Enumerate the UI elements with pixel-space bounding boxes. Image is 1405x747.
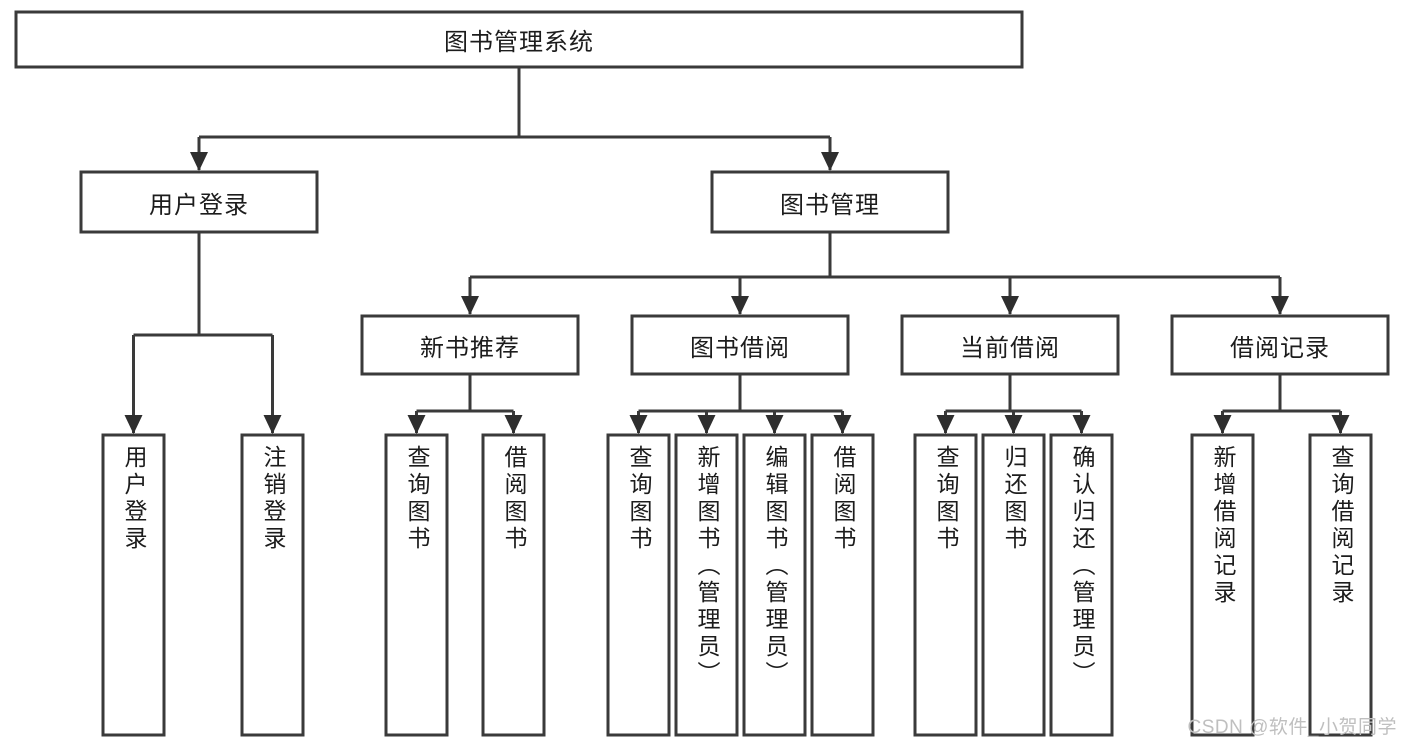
node-book-borrow-rect[interactable] [630,314,850,376]
node-leaf-user-login[interactable] [101,433,166,737]
node-current-borrow-rect[interactable] [900,314,1120,376]
node-borrow-record[interactable] [1170,314,1390,376]
node-leaf-query-record-rect[interactable] [1308,433,1373,737]
node-leaf-edit-book-rect[interactable] [742,433,807,737]
node-new-book-recommend[interactable] [360,314,580,376]
node-leaf-add-book[interactable] [674,433,739,737]
node-leaf-borrow-book-1-rect[interactable] [481,433,546,737]
arrow-head-icon-user-login-to-leaf-user-logout [263,415,282,434]
node-leaf-borrow-book-2[interactable] [810,433,875,737]
arrow-head-icon-root-to-book-manage [821,152,839,171]
arrow-head-icon-user-login-to-leaf-user-login [124,415,143,434]
node-leaf-borrow-book-1[interactable] [481,433,546,737]
arrow-head-icon-new-book-recommend-to-leaf-borrow-book-1 [504,415,523,434]
node-leaf-user-logout-rect[interactable] [240,433,305,737]
node-book-manage[interactable] [710,170,950,234]
node-leaf-query-book-1[interactable] [384,433,449,737]
arrow-head-icon-current-borrow-to-leaf-return-book [1004,415,1023,434]
node-user-login-rect[interactable] [79,170,319,234]
node-leaf-edit-book[interactable] [742,433,807,737]
arrow-head-icon-borrow-record-to-leaf-query-record [1331,415,1350,434]
node-current-borrow[interactable] [900,314,1120,376]
connectors-layer [124,67,1350,434]
node-leaf-add-record[interactable] [1190,433,1255,737]
node-leaf-query-book-2-rect[interactable] [606,433,671,737]
arrow-head-icon-book-borrow-to-leaf-query-book-2 [629,415,648,434]
node-leaf-query-record[interactable] [1308,433,1373,737]
arrow-head-icon-book-borrow-to-leaf-borrow-book-2 [833,415,852,434]
arrow-head-icon-bookmanage-to-book-borrow [731,296,749,315]
arrow-head-icon-current-borrow-to-leaf-query-book-3 [936,415,955,434]
node-leaf-return-book[interactable] [981,433,1046,737]
node-leaf-query-book-3-rect[interactable] [913,433,978,737]
arrow-head-icon-new-book-recommend-to-leaf-query-book-1 [407,415,426,434]
node-leaf-user-logout[interactable] [240,433,305,737]
arrow-head-icon-bookmanage-to-new-book-recommend [461,296,479,315]
node-borrow-record-rect[interactable] [1170,314,1390,376]
arrow-head-icon-root-to-user-login [190,152,208,171]
node-leaf-query-book-1-rect[interactable] [384,433,449,737]
node-leaf-add-book-rect[interactable] [674,433,739,737]
node-user-login[interactable] [79,170,319,234]
arrow-head-icon-bookmanage-to-current-borrow [1001,296,1019,315]
arrow-head-icon-borrow-record-to-leaf-add-record [1213,415,1232,434]
node-new-book-recommend-rect[interactable] [360,314,580,376]
node-book-borrow[interactable] [630,314,850,376]
node-root-book-management-system-rect[interactable] [14,10,1024,69]
arrow-head-icon-bookmanage-to-borrow-record [1271,296,1289,315]
node-leaf-borrow-book-2-rect[interactable] [810,433,875,737]
node-leaf-query-book-3[interactable] [913,433,978,737]
arrow-head-icon-book-borrow-to-leaf-add-book [697,415,716,434]
node-leaf-add-record-rect[interactable] [1190,433,1255,737]
node-root-book-management-system[interactable] [14,10,1024,69]
node-leaf-query-book-2[interactable] [606,433,671,737]
node-leaf-confirm-return[interactable] [1049,433,1114,737]
arrow-head-icon-current-borrow-to-leaf-confirm-return [1072,415,1091,434]
node-leaf-confirm-return-rect[interactable] [1049,433,1114,737]
node-leaf-user-login-rect[interactable] [101,433,166,737]
node-leaf-return-book-rect[interactable] [981,433,1046,737]
node-book-manage-rect[interactable] [710,170,950,234]
arrow-head-icon-book-borrow-to-leaf-edit-book [765,415,784,434]
boxes-layer [14,10,1390,737]
